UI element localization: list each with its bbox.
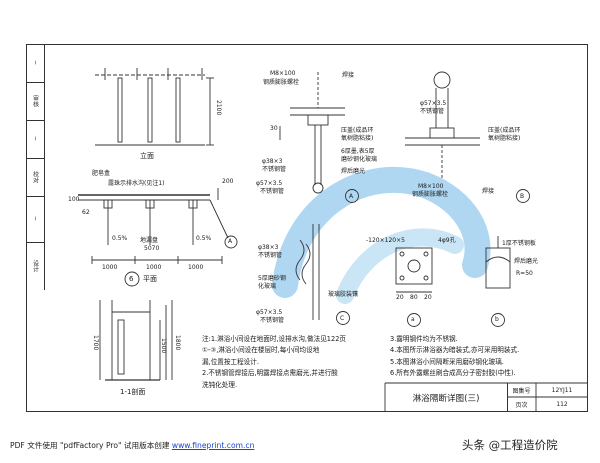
drawing-title: 淋浴隔断详图(三) [385,383,508,412]
plan-dim-100: 100 [68,196,80,203]
plan-slope: 0.5% [196,235,212,242]
detail-a-tube1-desc: 不锈钢管 [262,166,287,173]
detail-a-tube2: φ57×3.5 [256,180,283,187]
page-label: 页次 [515,402,528,409]
detail-b2-cap: 1厚不锈钢板 [502,240,536,247]
detail-a2-dim: 80 [410,294,418,301]
detail-b2-r: R=50 [516,270,533,277]
note-line: 3.露明钢件均为不锈钢. [390,335,458,343]
note-line: 6.所有外露螺丝刷合成高分子密封胶(中性). [390,369,516,378]
detail-a2-dim: 20 [424,294,432,301]
detail-a-glass: 6厚墨,表5厚 [341,148,375,155]
detail-b2-weld: 焊后磨光 [514,258,539,265]
plan-dim: 1000 [102,264,118,271]
detail-c-glass2: 化玻璃 [258,283,277,290]
detail-a-bolt-desc: 钢质膨胀螺栓 [263,79,300,86]
sidebar-cell: ~ [26,196,44,243]
detail-c-tube1-desc: 不锈钢管 [258,252,283,259]
detail-c-tube2: φ57×3.5 [256,309,283,316]
plan-dim: 1000 [188,264,204,271]
section-dim: 1800 [174,335,181,351]
detail-b-bolt: M8×100 [418,183,444,190]
plan-dim-62: 62 [82,209,90,216]
section-dim: 1700 [92,335,99,351]
title-block: 淋浴隔断详图(三) 图集号 12YJ11 页次 112 [385,383,588,412]
detail-c-glass: 5厚磨砂钢 [258,275,286,282]
drawing-frame [26,44,588,412]
sidebar-cell: 设计 [31,260,39,272]
detail-b-tube: φ57×3.5 [420,100,447,107]
note-line: 2.不锈钢管焊接后,明露焊接点需磨光,并进行酸 [202,369,338,378]
atlas-value: 12YJ11 [551,386,573,394]
detail-a-glass2: 磨砂钢化玻璃 [341,156,378,163]
detail-a-dim: 30 [270,125,278,132]
watermark-logo [272,167,491,304]
plan-slope: 0.5% [112,235,128,242]
elevation-height-dim: 2100 [215,100,222,116]
plan-drain-label: 地漏盘 [140,237,159,244]
sidebar-cell: ~ [26,120,44,159]
detail-b-plate: 压盖(成品环 [488,127,521,134]
note-line: 注:1.淋浴小间设在地面时,设排水沟,做法见122页 [202,335,346,343]
detail-a-bolt: M8×100 [270,70,296,77]
detail-b-tube-desc: 不锈钢管 [420,108,445,115]
elevation-title: 立面 [140,152,154,160]
detail-a-plate2: 氧树脂粘接) [341,135,374,142]
detail-a2-callout: a [411,316,415,323]
signature-strip: ~ 审核 ~ 校对 ~ 设计 [26,44,45,290]
notes-left: 注:1.淋浴小间设在地面时,设排水沟,做法见122页 ①-③,淋浴小间设在楼层时… [202,334,346,391]
footer-link[interactable]: www.fineprint.com.cn [171,441,255,450]
plan-shower-label: 露珠示排水沟(见注1) [108,180,165,187]
plan-title: 平面 [143,275,157,283]
detail-a-tube1: φ38×3 [262,158,283,165]
note-line: ①-③,淋浴小间设在楼层时,每小间均设地 [202,346,320,355]
brand-watermark-text: 头条 @工程造价院 [462,438,558,452]
sidebar-cell: 审核 [26,82,44,121]
plan-callout-a: A [228,238,233,245]
detail-c-tube1: φ38×3 [258,244,279,251]
detail-a-callout: A [349,193,354,200]
sidebar-cell: 校对 [26,158,44,197]
plan-drain-range: 5070 [144,245,160,252]
detail-b2-callout: b [495,316,499,323]
detail-c-tube2-desc: 不锈钢管 [260,317,285,324]
detail-a-plate: 压盖(成品环 [341,127,374,134]
plan-number: 6 [129,275,134,283]
detail-b-weld: 焊接 [482,188,495,195]
detail-b-bolt-desc: 钢质膨胀螺栓 [412,191,449,198]
atlas-label: 图集号 [512,387,531,395]
plan-soap-box-label: 肥皂盒 [92,170,111,177]
detail-c-glue: 玻璃胶装镶 [328,291,359,298]
note-line: 洗钝化处理. [202,380,238,389]
detail-b-callout: B [520,193,525,200]
note-line: 4.本图所示淋浴器为暗装式,亦可采用明装式. [390,346,520,355]
detail-a-weld: 焊接 [342,72,355,79]
note-line: 5.本图淋浴小间隔断采用磨砂钢化玻璃. [390,357,504,366]
detail-c-callout: C [340,315,345,322]
sidebar-cell: ~ [26,44,44,83]
pdf-footer: PDF 文件使用 "pdfFactory Pro" 试用版本创建 www.fin… [10,440,254,451]
detail-a2-hole: 4φ9孔 [438,237,456,244]
detail-a-weld-end: 焊后磨光 [341,168,366,175]
section-title: 1-1剖面 [120,388,146,396]
detail-a2-plate: -120×120×5 [366,237,405,244]
footer-text: PDF 文件使用 "pdfFactory Pro" 试用版本创建 [10,441,172,450]
note-line: 漏,位置按工程设计. [202,357,259,366]
page-value: 112 [556,401,568,408]
section-dim: 1500 [160,338,167,354]
notes-right: 3.露明钢件均为不锈钢. 4.本图所示淋浴器为暗装式,亦可采用明装式. 5.本图… [390,334,519,380]
detail-a2-dim: 20 [396,294,404,301]
detail-a-tube2-desc: 不锈钢管 [260,188,285,195]
plan-dim-200: 200 [222,178,234,185]
plan-dim: 1000 [146,264,162,271]
detail-b-plate2: 氧树脂粘接) [488,135,521,142]
